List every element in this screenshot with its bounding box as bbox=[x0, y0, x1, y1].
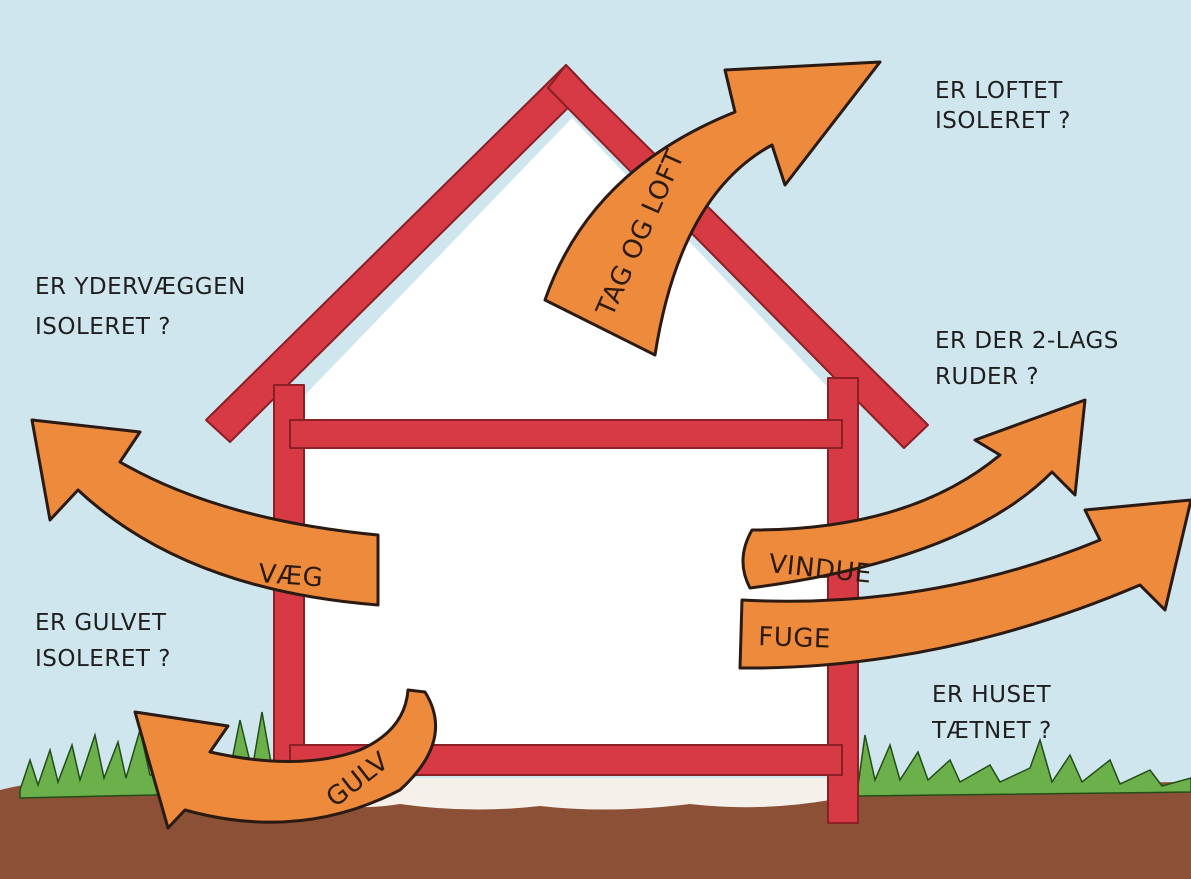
question-loft-line2: ISOLERET ? bbox=[935, 108, 1071, 134]
arrow-window: VINDUE bbox=[741, 398, 1087, 590]
question-windows-line1: ER DER 2-LAGS bbox=[935, 328, 1119, 354]
arrow-wall-label: VÆG bbox=[258, 559, 325, 593]
arrow-joint: FUGE bbox=[738, 498, 1191, 670]
arrow-wall: VÆG bbox=[30, 418, 380, 607]
question-windows-line2: RUDER ? bbox=[935, 364, 1039, 390]
arrow-joint-label: FUGE bbox=[758, 622, 832, 655]
question-wall-line1: ER YDERVÆGGEN bbox=[35, 274, 246, 300]
grass-right bbox=[857, 734, 1191, 797]
question-loft-line1: ER LOFTET bbox=[935, 78, 1063, 104]
question-floor-line1: ER GULVET bbox=[35, 610, 167, 636]
question-floor: ER GULVET ISOLERET ? bbox=[35, 610, 171, 672]
question-sealed: ER HUSET TÆTNET ? bbox=[931, 682, 1052, 744]
question-floor-line2: ISOLERET ? bbox=[35, 646, 171, 672]
question-loft: ER LOFTET ISOLERET ? bbox=[935, 78, 1071, 134]
ground-under-house bbox=[300, 778, 830, 810]
question-sealed-line2: TÆTNET ? bbox=[931, 718, 1052, 744]
question-sealed-line1: ER HUSET bbox=[932, 682, 1052, 708]
question-windows: ER DER 2-LAGS RUDER ? bbox=[935, 328, 1119, 390]
question-wall-line2: ISOLERET ? bbox=[35, 314, 171, 340]
question-wall: ER YDERVÆGGEN ISOLERET ? bbox=[35, 274, 246, 340]
